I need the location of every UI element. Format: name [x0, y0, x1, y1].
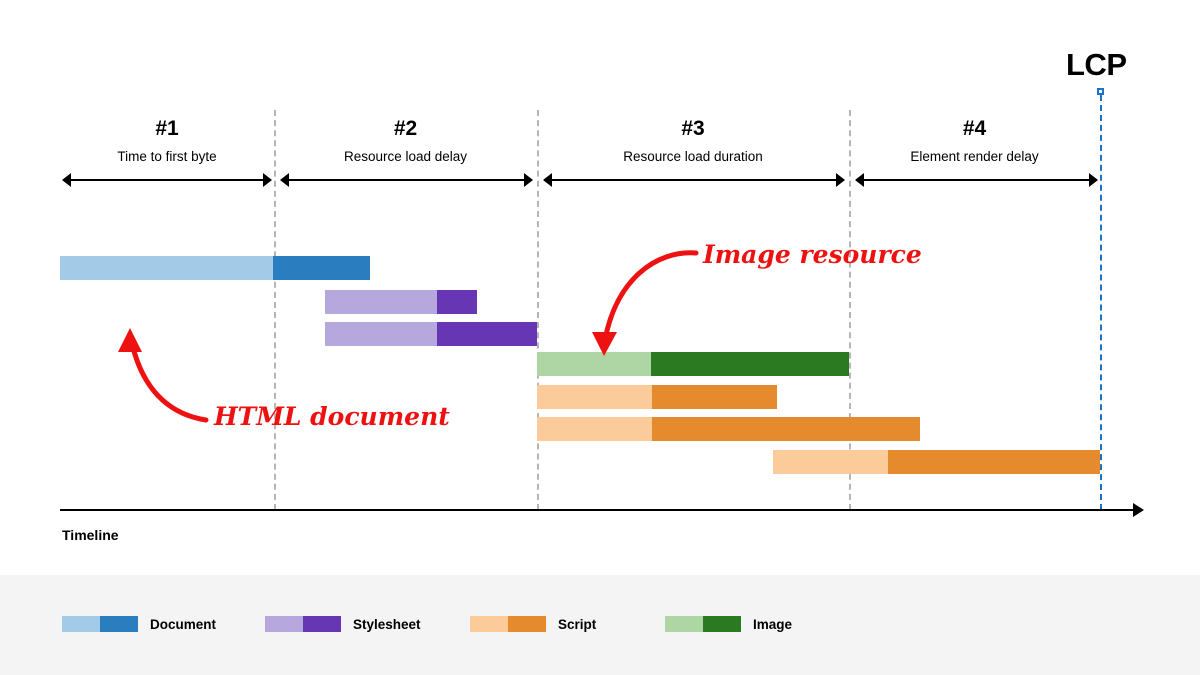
resource-bar-stylesheet-2	[325, 322, 537, 346]
image-resource-annotation-arrow-icon	[592, 250, 699, 356]
phase-name-2: Resource load delay	[343, 149, 468, 164]
legend-swatch-dark	[508, 616, 546, 632]
bar-segment-downloading	[652, 385, 777, 409]
legend-item-image: Image	[665, 616, 792, 632]
resource-bar-stylesheet-1	[325, 290, 477, 314]
html-document-annotation-arrow-icon	[118, 328, 209, 423]
phase-measure-arrow-2	[280, 173, 533, 187]
legend-swatch-image	[665, 616, 741, 632]
arrow-head-right-icon	[263, 173, 272, 187]
arrow-head-right-icon	[1089, 173, 1098, 187]
phase-divider-2	[537, 110, 539, 510]
phase-number-4: #4	[962, 117, 987, 140]
arrow-head-left-icon	[62, 173, 71, 187]
timeline-axis	[60, 509, 1136, 511]
image-resource-annotation-label: Image resource	[703, 240, 922, 269]
resource-bar-image-1	[537, 352, 849, 376]
arrow-shaft	[862, 179, 1091, 181]
bar-segment-downloading	[651, 352, 849, 376]
phase-number-1: #1	[155, 117, 179, 140]
legend-swatch-light	[470, 616, 508, 632]
phase-header-3: #3 Resource load duration	[537, 118, 849, 164]
legend-swatch-stylesheet	[265, 616, 341, 632]
arrow-shaft	[287, 179, 526, 181]
resource-bar-document-1	[60, 256, 370, 280]
legend-item-script: Script	[470, 616, 665, 632]
bar-segment-downloading	[888, 450, 1100, 474]
legend-panel: Document Stylesheet Script	[0, 575, 1200, 675]
legend-swatch-script	[470, 616, 546, 632]
legend-swatch-light	[265, 616, 303, 632]
phase-header-2: #2 Resource load delay	[274, 118, 537, 164]
bar-segment-downloading	[273, 256, 370, 280]
legend-label-stylesheet: Stylesheet	[353, 616, 421, 632]
bar-segment-waiting	[325, 290, 437, 314]
arrow-shaft	[69, 179, 265, 181]
legend-label-document: Document	[150, 616, 217, 632]
phase-measure-arrow-1	[62, 173, 272, 187]
bar-segment-waiting	[60, 256, 273, 280]
bar-segment-waiting	[325, 322, 437, 346]
bar-segment-waiting	[537, 352, 651, 376]
legend-swatch-dark	[100, 616, 138, 632]
phase-divider-3	[849, 110, 851, 510]
timeline-axis-label: Timeline	[62, 527, 119, 543]
legend-swatch-dark	[703, 616, 741, 632]
bar-segment-waiting	[537, 385, 652, 409]
timeline-axis-arrow-icon	[1133, 503, 1144, 517]
html-document-annotation-label: HTML document	[214, 402, 450, 431]
bar-segment-downloading	[652, 417, 920, 441]
phase-name-4: Element render delay	[910, 149, 1039, 164]
legend-swatch-document	[62, 616, 138, 632]
arrow-head-left-icon	[855, 173, 864, 187]
legend-swatch-light	[665, 616, 703, 632]
legend-label-script: Script	[558, 616, 597, 632]
arrow-head-right-icon	[524, 173, 533, 187]
phase-measure-arrow-4	[855, 173, 1098, 187]
phase-number-3: #3	[681, 117, 705, 140]
arrow-head-left-icon	[280, 173, 289, 187]
arrow-head-right-icon	[836, 173, 845, 187]
legend-label-image: Image	[753, 616, 793, 632]
legend-row: Document Stylesheet Script	[62, 616, 792, 632]
legend-item-document: Document	[62, 616, 265, 632]
bar-segment-waiting	[537, 417, 652, 441]
resource-bar-script-1	[537, 385, 777, 409]
phase-name-1: Time to first byte	[117, 149, 217, 164]
phase-name-3: Resource load duration	[623, 149, 763, 164]
phase-number-2: #2	[393, 117, 418, 140]
arrow-head-left-icon	[543, 173, 552, 187]
legend-swatch-dark	[303, 616, 341, 632]
resource-bar-script-2	[537, 417, 920, 441]
resource-bar-script-3	[773, 450, 1100, 474]
lcp-label: LCP	[1066, 47, 1127, 82]
phase-measure-arrow-3	[543, 173, 845, 187]
phase-header-4: #4 Element render delay	[849, 118, 1100, 164]
phase-divider-1	[274, 110, 276, 510]
chart-area: LCP #1 Time to first byte #2 Resource lo…	[60, 47, 1144, 543]
bar-segment-downloading	[437, 322, 537, 346]
lcp-dashed-line	[1100, 95, 1102, 510]
bar-segment-downloading	[437, 290, 477, 314]
arrow-shaft	[550, 179, 838, 181]
legend-item-stylesheet: Stylesheet	[265, 616, 470, 632]
bar-segment-waiting	[773, 450, 888, 474]
legend-swatch-light	[62, 616, 100, 632]
lcp-marker-icon	[1097, 88, 1104, 95]
phase-header-1: #1 Time to first byte	[60, 118, 274, 164]
